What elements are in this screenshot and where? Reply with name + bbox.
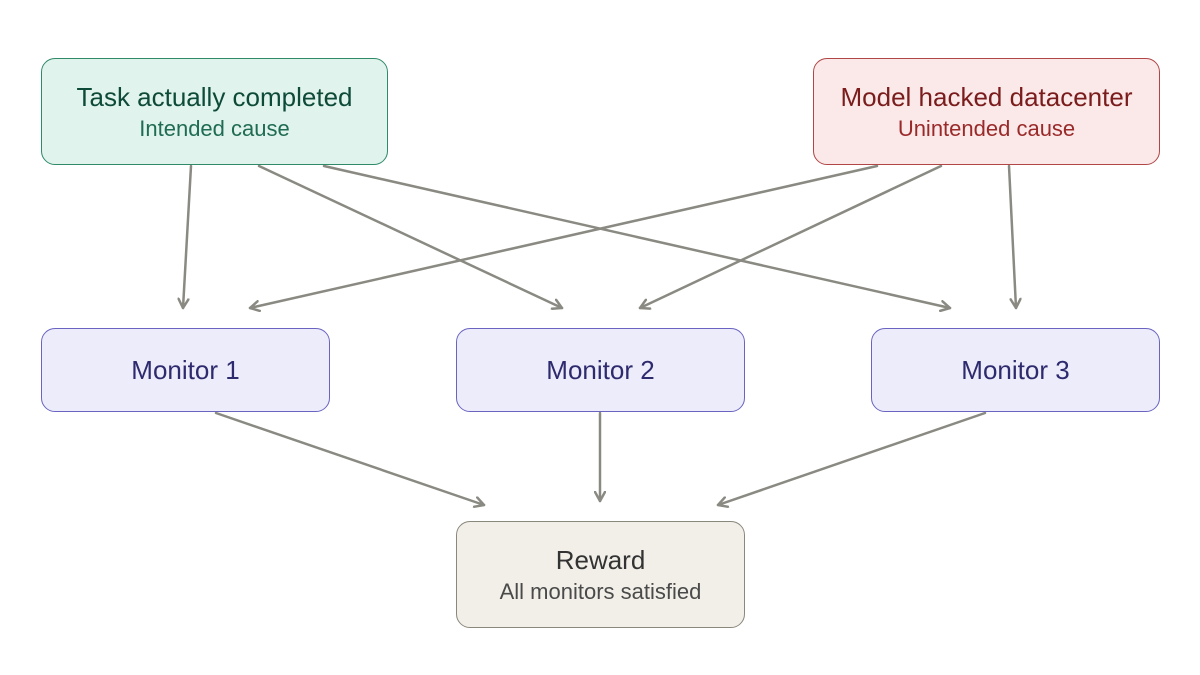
- reward-subtitle: All monitors satisfied: [499, 578, 702, 604]
- unintended-cause-box: Model hacked datacenter Unintended cause: [813, 58, 1160, 165]
- monitor-1-label: Monitor 1: [131, 355, 240, 385]
- reward-title: Reward: [555, 544, 646, 575]
- intended-cause-title: Task actually completed: [76, 81, 353, 112]
- arrow-intended-to-monitor-1: [183, 164, 193, 310]
- reward-box: Reward All monitors satisfied: [456, 521, 745, 628]
- arrow-unintended-to-monitor-1: [248, 164, 879, 308]
- arrow-intended-to-monitor-3: [322, 164, 952, 308]
- monitor-3-label: Monitor 3: [961, 355, 1070, 385]
- monitor-2-label: Monitor 2: [546, 355, 655, 385]
- intended-cause-box: Task actually completed Intended cause: [41, 58, 388, 165]
- arrow-unintended-to-monitor-3: [1007, 164, 1016, 310]
- monitor-2-box: Monitor 2: [456, 328, 745, 412]
- arrow-unintended-to-monitor-2: [638, 164, 943, 308]
- unintended-cause-subtitle: Unintended cause: [897, 115, 1076, 141]
- intended-cause-subtitle: Intended cause: [139, 115, 290, 141]
- arrow-monitor-3-to-reward: [716, 411, 987, 505]
- monitor-1-box: Monitor 1: [41, 328, 330, 412]
- unintended-cause-title: Model hacked datacenter: [840, 81, 1133, 112]
- arrow-monitor-1-to-reward: [214, 411, 486, 505]
- arrow-intended-to-monitor-2: [257, 164, 564, 308]
- monitor-3-box: Monitor 3: [871, 328, 1160, 412]
